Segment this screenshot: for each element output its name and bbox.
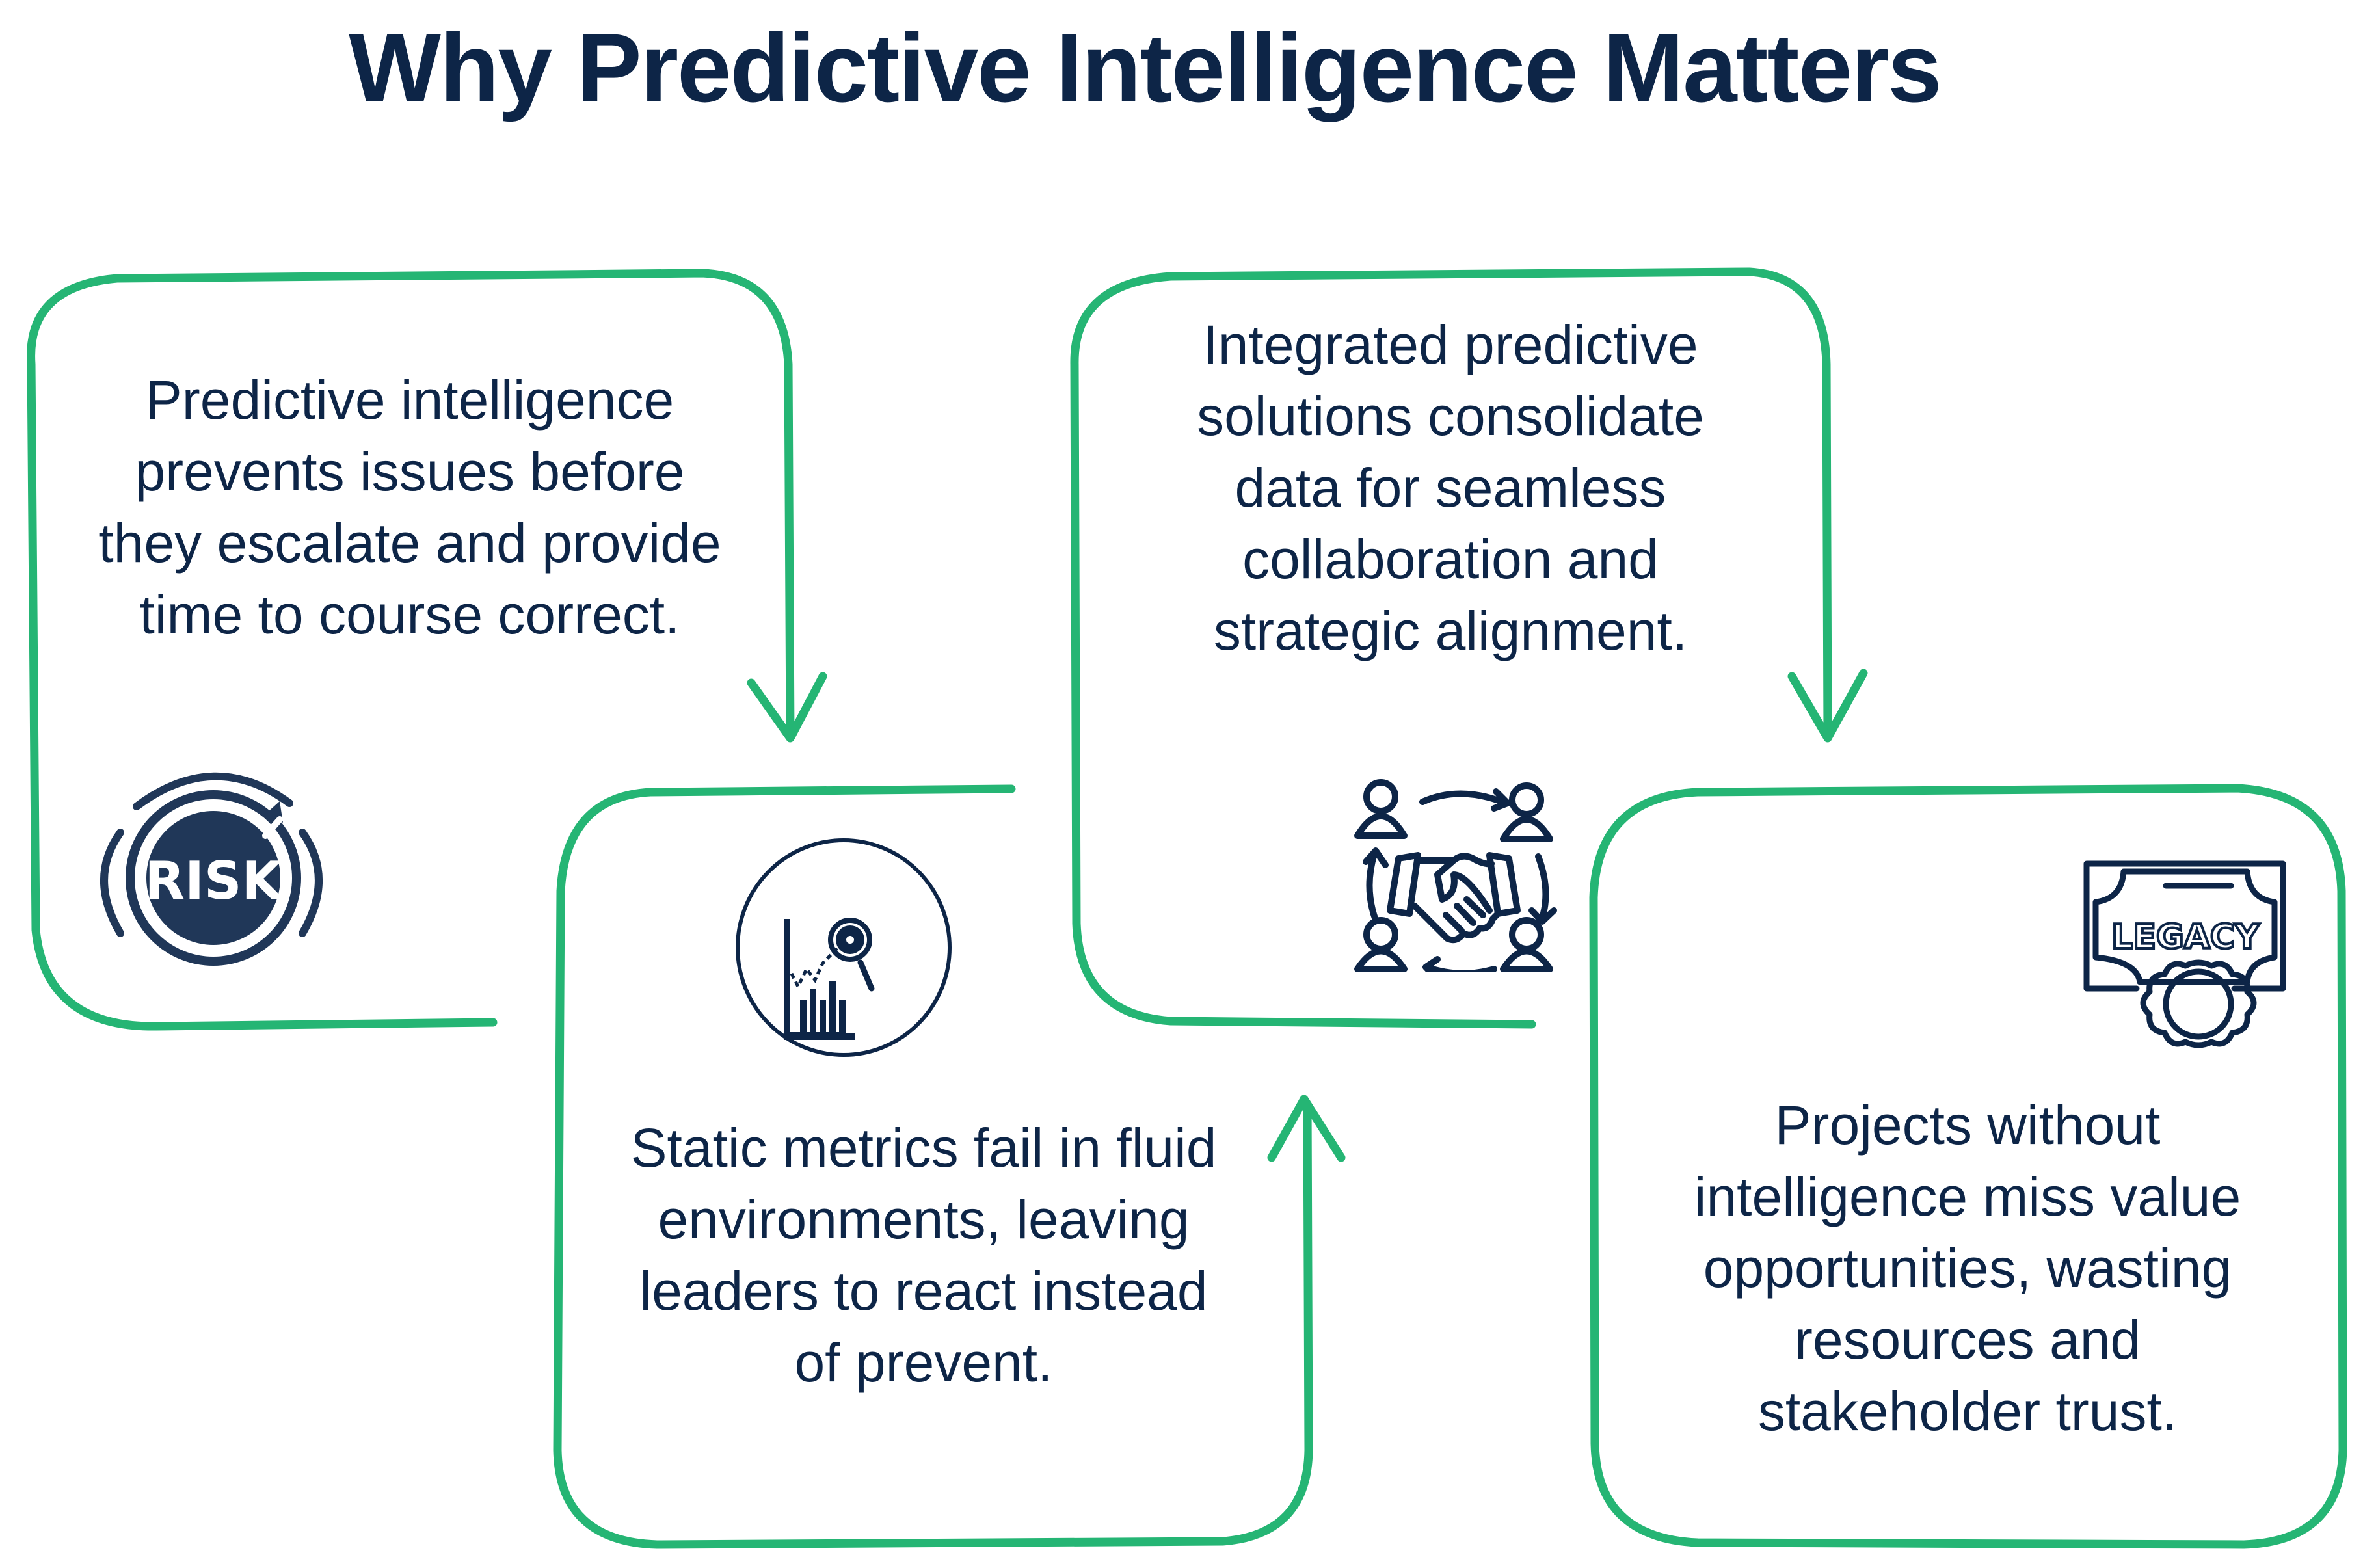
card-static-metrics-text: Static metrics fail in fluid environment… bbox=[630, 1117, 1217, 1393]
legacy-label: LEGACY bbox=[2111, 918, 2260, 957]
card-integration-text: Integrated predictive solutions consolid… bbox=[1197, 314, 1704, 661]
card-prevention-text: Predictive intelligence prevents issues … bbox=[98, 369, 721, 645]
frame-card-4 bbox=[1589, 784, 2347, 1549]
risk-gauge-icon: RISK bbox=[100, 772, 323, 966]
card-missed-value-text: Projects without intelligence miss value… bbox=[1694, 1095, 2241, 1442]
risk-label: RISK bbox=[145, 851, 284, 911]
frame-card-3 bbox=[1070, 267, 1832, 1029]
legacy-certificate-icon: LEGACY bbox=[2083, 860, 2286, 1048]
frame-card-1 bbox=[27, 269, 795, 1031]
handshake-collaboration-icon bbox=[1354, 779, 1557, 972]
frame-card-2 bbox=[553, 784, 1313, 1549]
arrow-up-2 bbox=[1267, 1095, 1346, 1162]
arrow-down-3 bbox=[1787, 669, 1868, 743]
page-title: Why Predictive Intelligence Matters bbox=[349, 13, 1942, 122]
arrow-down-1 bbox=[747, 672, 827, 743]
chart-magnifier-icon bbox=[736, 838, 952, 1057]
